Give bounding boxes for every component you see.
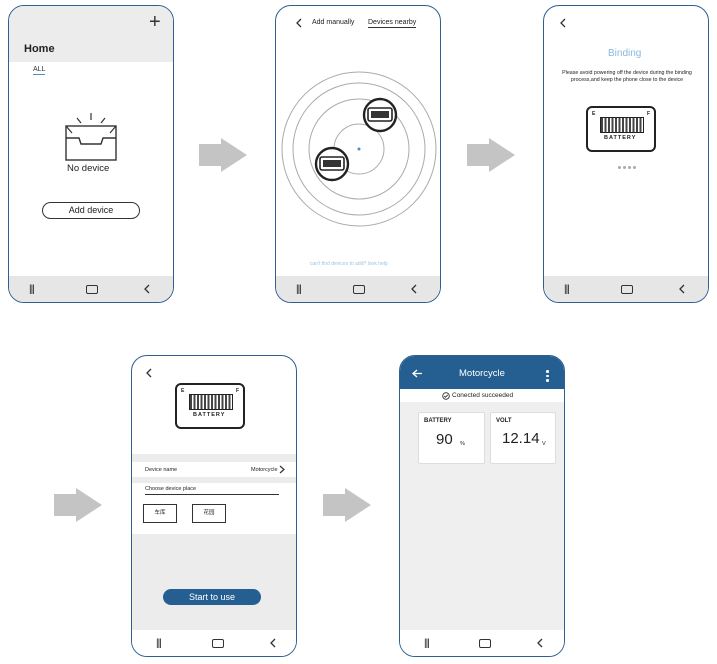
add-plus-icon[interactable]: + [149,11,161,33]
phone-scan: Add manually Devices nearby can't find d… [275,5,441,303]
empty-state-text: No device [67,163,110,174]
gauge-bars [600,117,644,133]
back-nav-icon[interactable] [536,638,544,648]
empty-box-icon [65,113,117,161]
volt-unit: V [542,441,546,447]
back-nav-icon[interactable] [269,638,277,648]
gauge-f-label: F [646,111,650,117]
tab-add-manually[interactable]: Add manually [312,19,355,26]
flow-arrow-1 [199,138,247,172]
nav-bar: ||| [276,276,440,302]
divider-band [132,454,296,462]
loading-dots [618,166,638,170]
chevron-right-icon [279,465,285,474]
back-arrow-icon[interactable] [412,369,423,378]
back-icon[interactable] [145,368,153,378]
back-icon[interactable] [295,18,303,28]
home-nav-icon[interactable] [353,285,365,294]
battery-gauge-device: E F BATTERY [175,383,245,429]
back-nav-icon[interactable] [143,284,151,294]
start-to-use-label: Start to use [188,592,236,602]
place-option-garden-label: 花园 [203,510,215,516]
add-device-label: Add device [68,205,114,215]
app-title: Motorcycle [459,368,505,379]
phone-home: + Home ALL No device Add device ||| [8,5,174,303]
back-nav-icon[interactable] [678,284,686,294]
battery-card[interactable]: BATTERY 90 % [418,412,485,464]
volt-card[interactable]: VOLT 12.14 V [490,412,556,464]
battery-label: BATTERY [424,418,452,424]
back-nav-icon[interactable] [410,284,418,294]
recent-apps-icon[interactable]: ||| [424,638,430,649]
phone-binding: Binding Please avoid powering off the de… [543,5,709,303]
home-nav-icon[interactable] [212,639,224,648]
gauge-battery-label: BATTERY [193,412,226,418]
tab-all[interactable]: ALL [33,66,46,75]
recent-apps-icon[interactable]: ||| [156,638,162,649]
home-nav-icon[interactable] [621,285,633,294]
back-icon[interactable] [559,18,567,28]
gauge-e-label: E [181,388,185,394]
place-underline [145,494,279,495]
gauge-bars [189,394,233,410]
battery-gauge-device: E F BATTERY [586,106,656,152]
divider-band [132,477,296,483]
app-header: Motorcycle [400,356,564,389]
home-header-bg [9,6,173,62]
place-option-garage[interactable]: 车库 [143,504,177,523]
help-hint-link[interactable]: can't find devices to add? look help [310,261,388,267]
binding-message: Please avoid powering off the device dur… [562,70,692,83]
more-options-icon[interactable] [546,370,549,382]
device-name-label: Device name [145,467,178,473]
page-title: Home [24,43,55,55]
flow-arrow-3 [54,488,102,522]
flow-arrow-4 [323,488,371,522]
nav-bar: ||| [9,276,173,302]
check-circle-icon [442,391,450,400]
recent-apps-icon[interactable]: ||| [296,284,302,295]
lower-gray-area [132,534,296,632]
flow-arrow-2 [467,138,515,172]
phone-dashboard: Motorcycle Conected succeeded BATTERY 90… [399,355,565,657]
phone-setup: E F BATTERY Device name Motorcycle Choos… [131,355,297,657]
volt-value: 12.14 [502,430,540,447]
gauge-battery-label: BATTERY [604,135,637,141]
device-name-row[interactable]: Device name Motorcycle [132,462,296,477]
battery-unit: % [460,441,465,447]
volt-label: VOLT [496,418,512,424]
tab-devices-nearby[interactable]: Devices nearby [368,19,417,28]
nav-bar: ||| [132,630,296,656]
radar-scan [281,71,437,227]
nearby-device-icon[interactable] [362,97,398,133]
nearby-device-icon[interactable] [314,146,350,182]
gauge-f-label: F [235,388,239,394]
connection-status: Conected succeeded [452,392,514,399]
home-nav-icon[interactable] [86,285,98,294]
recent-apps-icon[interactable]: ||| [564,284,570,295]
place-option-garden[interactable]: 花园 [192,504,226,523]
battery-value: 90 [436,431,453,448]
gauge-e-label: E [592,111,596,117]
recent-apps-icon[interactable]: ||| [29,284,35,295]
nav-bar: ||| [544,276,708,302]
choose-place-label: Choose device place [145,486,197,492]
status-bar: Conected succeeded [400,389,564,402]
place-option-garage-label: 车库 [154,510,166,516]
home-nav-icon[interactable] [479,639,491,648]
add-device-button[interactable]: Add device [42,202,140,219]
nav-bar: ||| [400,630,564,656]
device-name-value: Motorcycle [251,467,278,473]
start-to-use-button[interactable]: Start to use [163,589,261,605]
binding-title: Binding [608,48,642,59]
